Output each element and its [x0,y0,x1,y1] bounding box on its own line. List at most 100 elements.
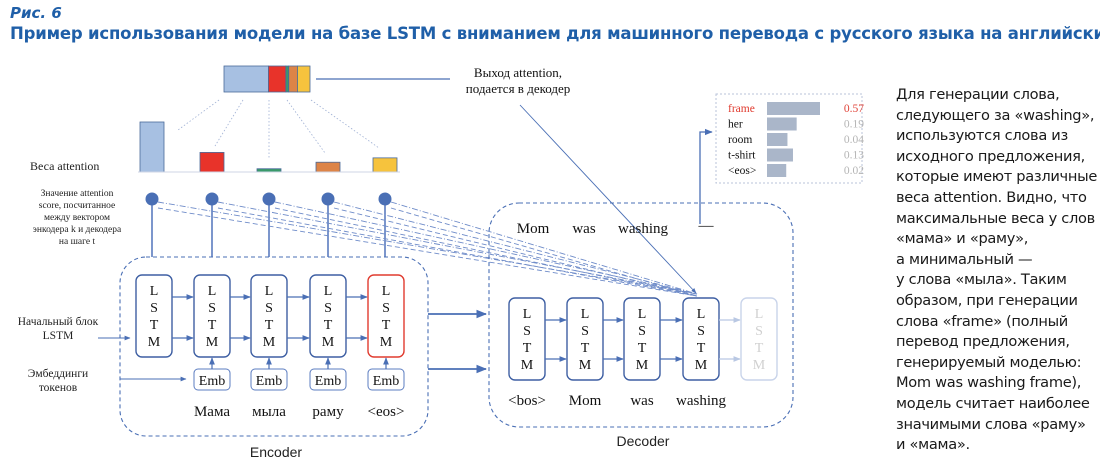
attention-output-label: Выход attention, подается в декодер [466,65,571,96]
lstm-letter: M [521,358,534,373]
decoder-input-token: Mom [569,393,602,409]
lstm-box [740,297,778,381]
lstm-letter: S [523,324,531,339]
decoder-container [488,202,794,428]
attention-score-lines [157,201,698,297]
lstm-letter: S [265,301,273,316]
dist-category-label: <eos> [728,165,756,177]
initial-block-label: Начальный блок LSTM [18,316,99,342]
attention-output-line-2: подается в декодер [466,81,571,96]
side-text-line: генерируемый моделью: [896,353,1082,371]
next-token-cursor: — [698,218,715,234]
decoder-output-token: was [572,221,595,237]
attention-weight-bar-1 [199,152,225,173]
lstm-letter: S [755,324,763,339]
dist-category-label: t-shirt [728,150,756,162]
output-distribution-box [715,93,863,184]
bar-connector-1 [214,99,244,147]
lstm-box [135,274,173,358]
lstm-box [193,274,231,358]
score-line-4 [390,201,698,295]
lstm-letter: M [636,358,649,373]
encoder-token: мыла [252,404,286,420]
score-line-0 [157,201,698,295]
lstm-letter: M [263,335,276,350]
lstm-box [367,274,405,358]
decoder-lstm-cell-3: LSTM [682,297,720,381]
side-text-line: модель считает наиболее [896,394,1090,412]
lstm-letter: M [148,335,161,350]
dist-value-label: 0.57 [844,103,864,115]
lstm-letter: M [322,335,335,350]
lstm-letter: L [581,307,590,322]
lstm-letter: L [382,284,391,299]
side-text-line: образом, при генерации [896,291,1078,309]
encoder-token: раму [312,404,344,420]
decoder-input-token: washing [676,393,726,409]
lstm-letter: T [208,318,217,333]
encoder-lstm-cell-1: LSTM [193,274,231,358]
side-text-line: веса attention. Видно, что [896,188,1087,206]
score-dot-4 [378,192,392,206]
side-text-line: Для генерации слова, [896,86,1060,103]
lstm-letter: T [523,341,532,356]
dist-category-label: frame [728,103,755,115]
score-line-b-3 [333,207,698,297]
dist-bar-4 [767,164,787,177]
score-dot-1 [205,192,219,206]
dist-value-label: 0.04 [844,134,864,146]
score-dot-0 [145,192,159,206]
side-text-line: и «мама». [896,436,970,454]
decoder-label: Decoder [617,433,670,449]
dist-bar-1 [767,117,797,131]
side-text-line: исходного предложения, [896,147,1085,165]
dist-category-label: room [728,134,752,146]
lstm-letter: T [324,318,333,333]
lstm-letter: T [382,318,391,333]
attention-score-line: на шаге t [59,237,96,247]
score-line-b-0 [157,207,698,297]
side-text-line: «мама» и «раму», [896,230,1029,248]
bar-connector-4 [310,99,380,149]
lstm-box [508,297,546,381]
score-line-b-1 [217,207,698,297]
side-description: Для генерации слова, следующего за «wash… [896,85,1100,456]
score-line-2 [274,201,698,295]
figure-label: Рис. 6 [10,4,62,22]
encoder-token: <eos> [368,404,405,420]
lstm-letter: S [581,324,589,339]
attention-to-decoder-arrow [519,104,697,294]
encoder-lstm-cell-4: LSTM [367,274,405,358]
stacked-segment-3 [288,65,298,93]
lstm-letter: S [382,301,390,316]
attention-weight-bar-4 [372,157,398,173]
output-distribution-arrow [699,128,713,224]
lstm-letter: S [638,324,646,339]
embedding-label: Emb [199,374,225,389]
lstm-letter: T [150,318,159,333]
score-line-1 [217,201,698,295]
encoder-cells: LSTMLSTMEmbМамаLSTMEmbмылаLSTMEmbрамуLST… [135,274,405,420]
attention-weight-bars [139,121,398,173]
attention-score-label: Значение attention score, посчитанное ме… [33,189,122,247]
lstm-letter: L [755,307,764,322]
lstm-letter: L [150,284,159,299]
stacked-segment-0 [223,65,269,93]
decoder-output-token: Mom [517,221,550,237]
encoder-label: Encoder [250,444,302,460]
side-text-line: которые имеют различные [896,168,1098,186]
bar-connector-0 [177,99,220,131]
stacked-segment-1 [268,65,287,93]
attention-score-line: между вектором [44,213,110,223]
bar-connector-3 [286,99,326,154]
lstm-letter: L [208,284,217,299]
lstm-letter: M [695,358,708,373]
lstm-letter: S [324,301,332,316]
side-text-line: слова «frame» (полный [896,312,1068,330]
dist-bar-2 [767,133,788,146]
lstm-letter: S [150,301,158,316]
